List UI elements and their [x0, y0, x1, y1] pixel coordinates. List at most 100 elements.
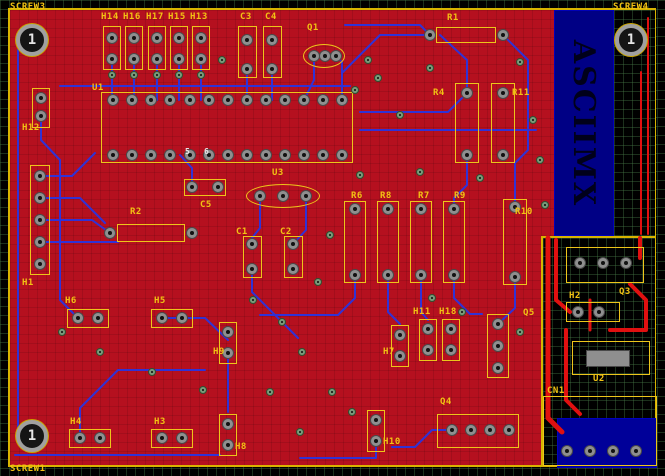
through-hole-pad[interactable]	[34, 170, 46, 182]
component-outline[interactable]	[436, 27, 496, 43]
through-hole-pad[interactable]	[72, 312, 84, 324]
smd-pad[interactable]	[586, 350, 630, 367]
via[interactable]	[476, 174, 484, 182]
through-hole-pad[interactable]	[415, 269, 427, 281]
via[interactable]	[130, 71, 138, 79]
through-hole-pad[interactable]	[156, 312, 168, 324]
through-hole-pad[interactable]	[509, 271, 521, 283]
through-hole-pad[interactable]	[424, 29, 436, 41]
through-hole-pad[interactable]	[92, 312, 104, 324]
through-hole-pad[interactable]	[317, 149, 329, 161]
via[interactable]	[396, 111, 404, 119]
through-hole-pad[interactable]	[34, 192, 46, 204]
through-hole-pad[interactable]	[260, 149, 272, 161]
through-hole-pad[interactable]	[349, 203, 361, 215]
through-hole-pad[interactable]	[422, 344, 434, 356]
via[interactable]	[153, 71, 161, 79]
through-hole-pad[interactable]	[298, 149, 310, 161]
via[interactable]	[328, 388, 336, 396]
through-hole-pad[interactable]	[260, 94, 272, 106]
through-hole-pad[interactable]	[151, 32, 163, 44]
through-hole-pad[interactable]	[173, 53, 185, 65]
via[interactable]	[516, 328, 524, 336]
component-outline[interactable]	[543, 396, 657, 466]
through-hole-pad[interactable]	[620, 257, 632, 269]
component-outline[interactable]	[442, 319, 460, 361]
through-hole-pad[interactable]	[492, 362, 504, 374]
via[interactable]	[314, 278, 322, 286]
through-hole-pad[interactable]	[382, 269, 394, 281]
through-hole-pad[interactable]	[246, 238, 258, 250]
via[interactable]	[536, 156, 544, 164]
through-hole-pad[interactable]	[279, 149, 291, 161]
through-hole-pad[interactable]	[279, 94, 291, 106]
through-hole-pad[interactable]	[106, 53, 118, 65]
through-hole-pad[interactable]	[298, 94, 310, 106]
through-hole-pad[interactable]	[186, 227, 198, 239]
through-hole-pad[interactable]	[584, 445, 596, 457]
via[interactable]	[364, 56, 372, 64]
through-hole-pad[interactable]	[461, 87, 473, 99]
through-hole-pad[interactable]	[35, 92, 47, 104]
through-hole-pad[interactable]	[241, 63, 253, 75]
through-hole-pad[interactable]	[184, 94, 196, 106]
through-hole-pad[interactable]	[128, 53, 140, 65]
through-hole-pad[interactable]	[34, 258, 46, 270]
through-hole-pad[interactable]	[492, 340, 504, 352]
through-hole-pad[interactable]	[484, 424, 496, 436]
through-hole-pad[interactable]	[336, 149, 348, 161]
via[interactable]	[249, 296, 257, 304]
component-outline[interactable]	[117, 224, 185, 242]
via[interactable]	[348, 408, 356, 416]
through-hole-pad[interactable]	[349, 269, 361, 281]
through-hole-pad[interactable]	[195, 32, 207, 44]
through-hole-pad[interactable]	[277, 190, 289, 202]
through-hole-pad[interactable]	[574, 257, 586, 269]
through-hole-pad[interactable]	[241, 149, 253, 161]
through-hole-pad[interactable]	[287, 238, 299, 250]
through-hole-pad[interactable]	[336, 94, 348, 106]
through-hole-pad[interactable]	[394, 329, 406, 341]
via[interactable]	[278, 318, 286, 326]
through-hole-pad[interactable]	[241, 34, 253, 46]
via[interactable]	[416, 168, 424, 176]
through-hole-pad[interactable]	[266, 34, 278, 46]
through-hole-pad[interactable]	[164, 94, 176, 106]
through-hole-pad[interactable]	[503, 424, 515, 436]
through-hole-pad[interactable]	[222, 439, 234, 451]
through-hole-pad[interactable]	[561, 445, 573, 457]
through-hole-pad[interactable]	[212, 181, 224, 193]
through-hole-pad[interactable]	[128, 32, 140, 44]
via[interactable]	[218, 56, 226, 64]
mounting-hole[interactable]: 1	[16, 24, 48, 56]
through-hole-pad[interactable]	[156, 432, 168, 444]
via[interactable]	[96, 348, 104, 356]
through-hole-pad[interactable]	[370, 435, 382, 447]
through-hole-pad[interactable]	[461, 149, 473, 161]
through-hole-pad[interactable]	[195, 53, 207, 65]
through-hole-pad[interactable]	[176, 432, 188, 444]
through-hole-pad[interactable]	[126, 149, 138, 161]
component-outline[interactable]	[391, 325, 409, 367]
via[interactable]	[266, 388, 274, 396]
via[interactable]	[351, 86, 359, 94]
through-hole-pad[interactable]	[319, 50, 331, 62]
through-hole-pad[interactable]	[448, 203, 460, 215]
through-hole-pad[interactable]	[497, 29, 509, 41]
through-hole-pad[interactable]	[222, 418, 234, 430]
through-hole-pad[interactable]	[572, 306, 584, 318]
through-hole-pad[interactable]	[104, 227, 116, 239]
component-outline[interactable]	[246, 184, 320, 208]
via[interactable]	[326, 231, 334, 239]
through-hole-pad[interactable]	[465, 424, 477, 436]
through-hole-pad[interactable]	[107, 149, 119, 161]
through-hole-pad[interactable]	[246, 263, 258, 275]
through-hole-pad[interactable]	[35, 110, 47, 122]
via[interactable]	[356, 171, 364, 179]
through-hole-pad[interactable]	[497, 87, 509, 99]
through-hole-pad[interactable]	[186, 181, 198, 193]
through-hole-pad[interactable]	[164, 149, 176, 161]
through-hole-pad[interactable]	[126, 94, 138, 106]
through-hole-pad[interactable]	[145, 149, 157, 161]
through-hole-pad[interactable]	[34, 236, 46, 248]
